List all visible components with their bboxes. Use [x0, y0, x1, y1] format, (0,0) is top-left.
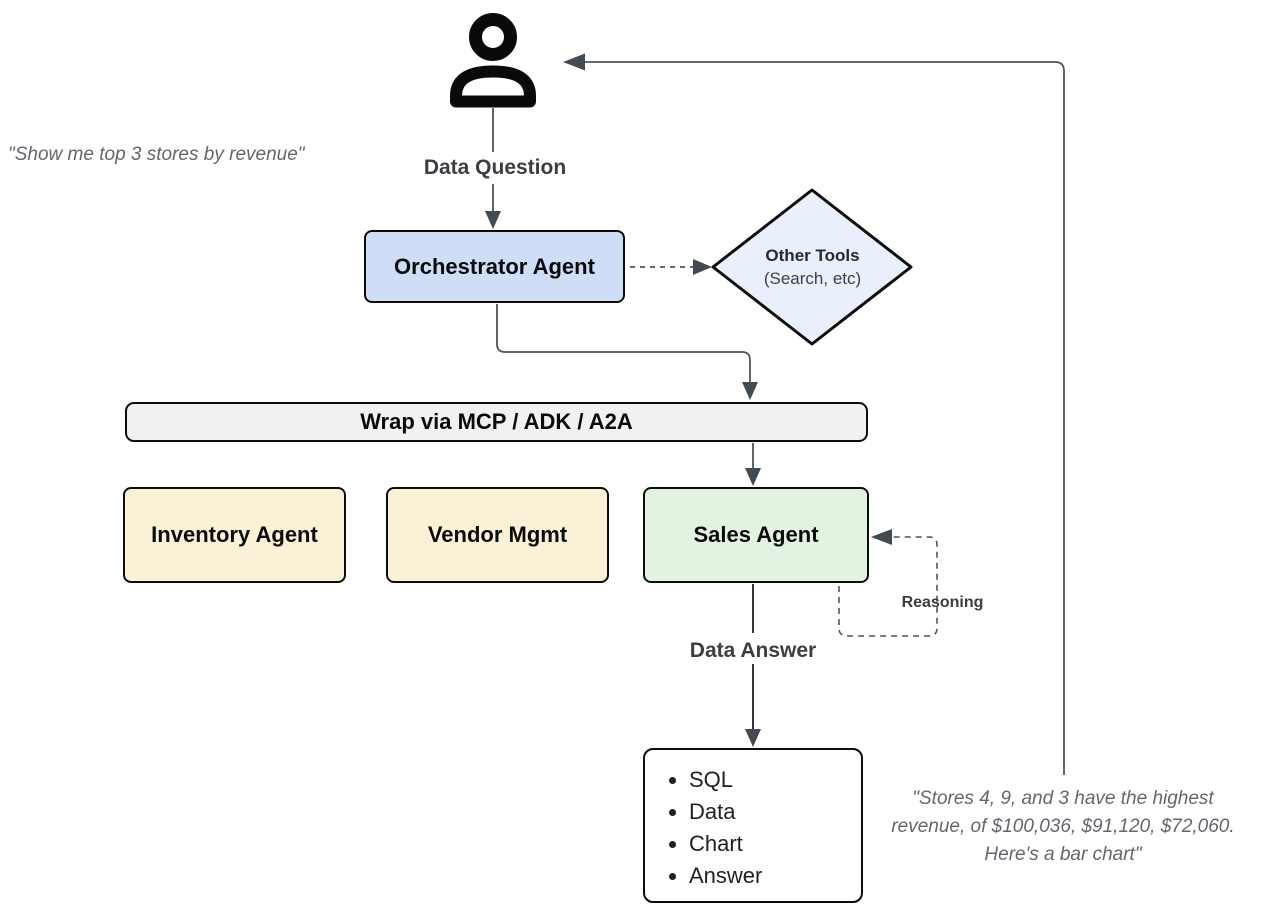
output-item-answer: Answer — [689, 860, 861, 892]
output-artifacts-node: SQL Data Chart Answer — [643, 748, 863, 903]
other-tools-title: Other Tools — [765, 246, 860, 265]
data-question-label: Data Question — [423, 156, 567, 179]
data-answer-label: Data Answer — [653, 639, 853, 663]
orchestrator-agent-label: Orchestrator Agent — [394, 253, 595, 279]
orchestrator-to-tools-arrow — [630, 259, 712, 275]
answer-quote-line2: revenue, of $100,036, $91,120, $72,060. — [891, 816, 1235, 837]
output-item-data: Data — [689, 796, 861, 828]
other-tools-node: Other Tools (Search, etc) — [713, 190, 912, 344]
sales-agent-node: Sales Agent — [643, 487, 869, 583]
answer-quote: "Stores 4, 9, and 3 have the highest rev… — [862, 785, 1264, 869]
inventory-agent-node: Inventory Agent — [123, 487, 346, 583]
output-item-sql: SQL — [689, 764, 861, 796]
sales-to-output-arrow — [745, 584, 761, 747]
answer-quote-line3: Here's a bar chart" — [984, 844, 1142, 865]
sales-agent-label: Sales Agent — [693, 522, 819, 547]
inventory-agent-label: Inventory Agent — [151, 522, 318, 547]
other-tools-subtitle: (Search, etc) — [763, 269, 862, 288]
person-icon — [450, 13, 536, 108]
orchestrator-agent-node: Orchestrator Agent — [364, 230, 625, 303]
wrap-mcp-adk-a2a-label: Wrap via MCP / ADK / A2A — [360, 409, 633, 434]
user-quote: "Show me top 3 stores by revenue" — [8, 144, 305, 165]
wrap-to-sales-arrow — [745, 443, 761, 486]
wrap-mcp-adk-a2a-node: Wrap via MCP / ADK / A2A — [125, 402, 868, 442]
output-artifacts-list: SQL Data Chart Answer — [689, 764, 861, 892]
reasoning-label: Reasoning — [901, 594, 984, 611]
answer-quote-line1: "Stores 4, 9, and 3 have the highest — [912, 788, 1214, 809]
output-item-chart: Chart — [689, 828, 861, 860]
vendor-mgmt-label: Vendor Mgmt — [427, 522, 568, 547]
vendor-mgmt-node: Vendor Mgmt — [386, 487, 609, 583]
